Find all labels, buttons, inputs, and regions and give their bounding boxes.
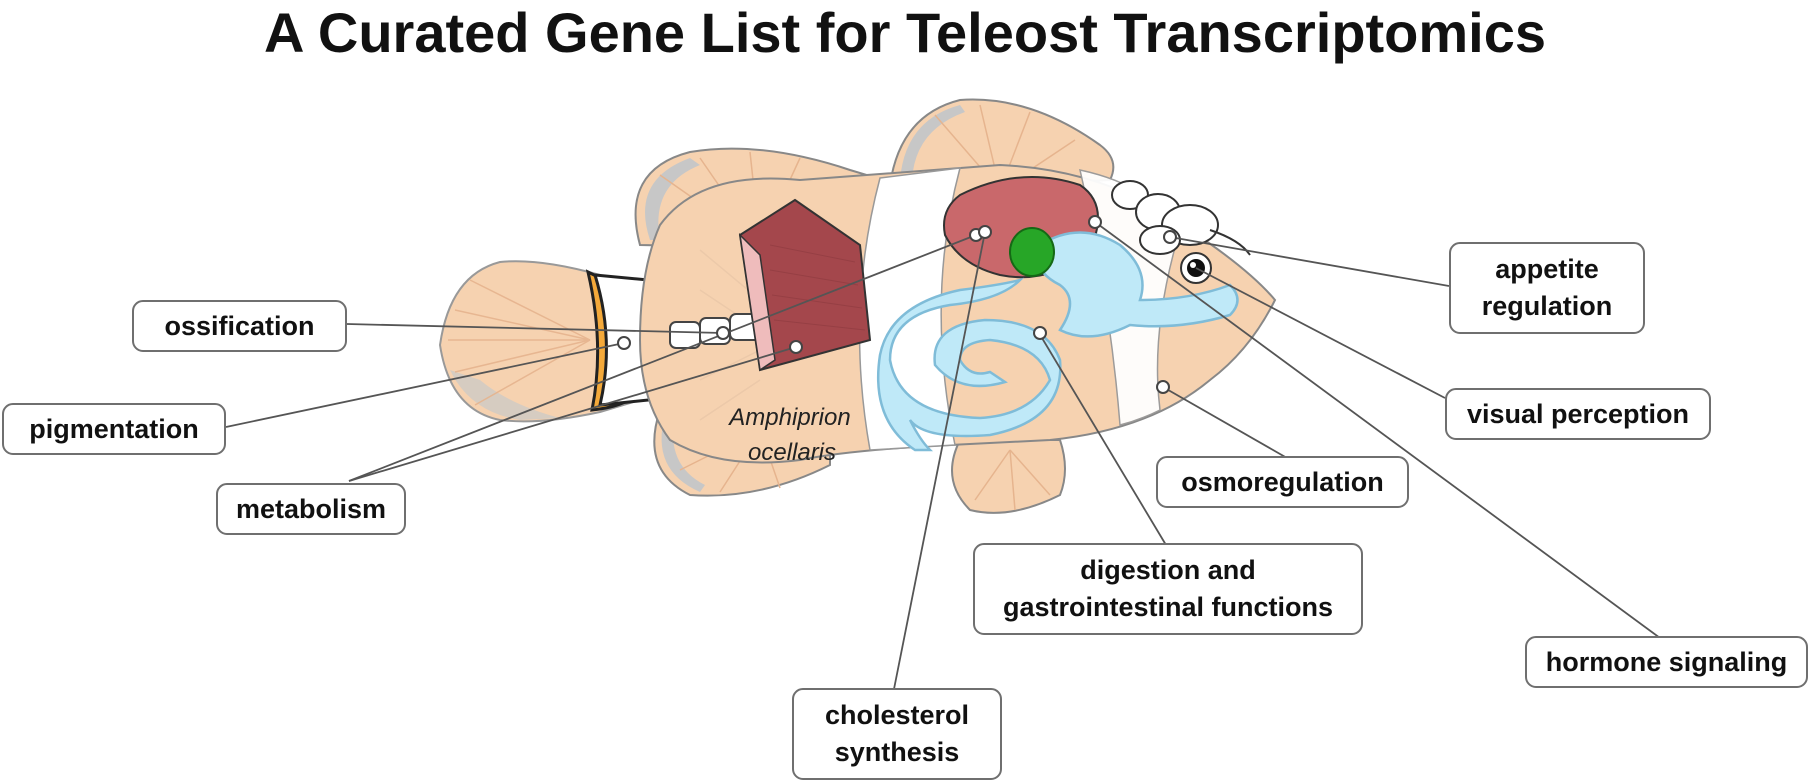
- species-name-species: ocellaris: [748, 439, 836, 466]
- label-appetite-regulation: appetite regulation: [1449, 242, 1645, 334]
- label-cholesterol-synthesis-line1: cholesterol: [824, 700, 970, 730]
- label-visual-perception-text: visual perception: [1466, 398, 1690, 429]
- species-name-genus: Amphiprion: [727, 404, 850, 431]
- label-appetite-regulation-line1: appetite: [1495, 254, 1599, 284]
- label-hormone-signaling: hormone signaling: [1525, 636, 1808, 688]
- label-cholesterol-synthesis-line2: synthesis: [834, 737, 960, 767]
- muscle: [738, 198, 872, 372]
- label-pigmentation-text: pigmentation: [29, 413, 199, 444]
- label-digestion-line1: digestion and: [1080, 555, 1256, 585]
- label-ossification: ossification: [132, 300, 347, 352]
- label-digestion: digestion and gastrointestinal functions: [973, 543, 1363, 635]
- label-metabolism-text: metabolism: [235, 493, 387, 524]
- gallbladder: [1009, 227, 1055, 277]
- label-osmoregulation: osmoregulation: [1156, 456, 1409, 508]
- label-cholesterol-synthesis: cholesterol synthesis: [792, 688, 1002, 780]
- label-visual-perception: visual perception: [1445, 388, 1711, 440]
- label-digestion-line2: gastrointestinal functions: [1002, 592, 1334, 622]
- label-pigmentation: pigmentation: [2, 403, 226, 455]
- anchor-dots: [617, 215, 1177, 394]
- label-osmoregulation-text: osmoregulation: [1181, 466, 1384, 497]
- diagram-title: A Curated Gene List for Teleost Transcri…: [263, 1, 1547, 64]
- label-ossification-text: ossification: [164, 310, 315, 341]
- label-metabolism: metabolism: [216, 483, 406, 535]
- label-appetite-regulation-line2: regulation: [1481, 291, 1613, 321]
- gut: [876, 231, 1239, 452]
- leader-lines: [225, 221, 1661, 690]
- label-hormone-signaling-text: hormone signaling: [1545, 646, 1788, 677]
